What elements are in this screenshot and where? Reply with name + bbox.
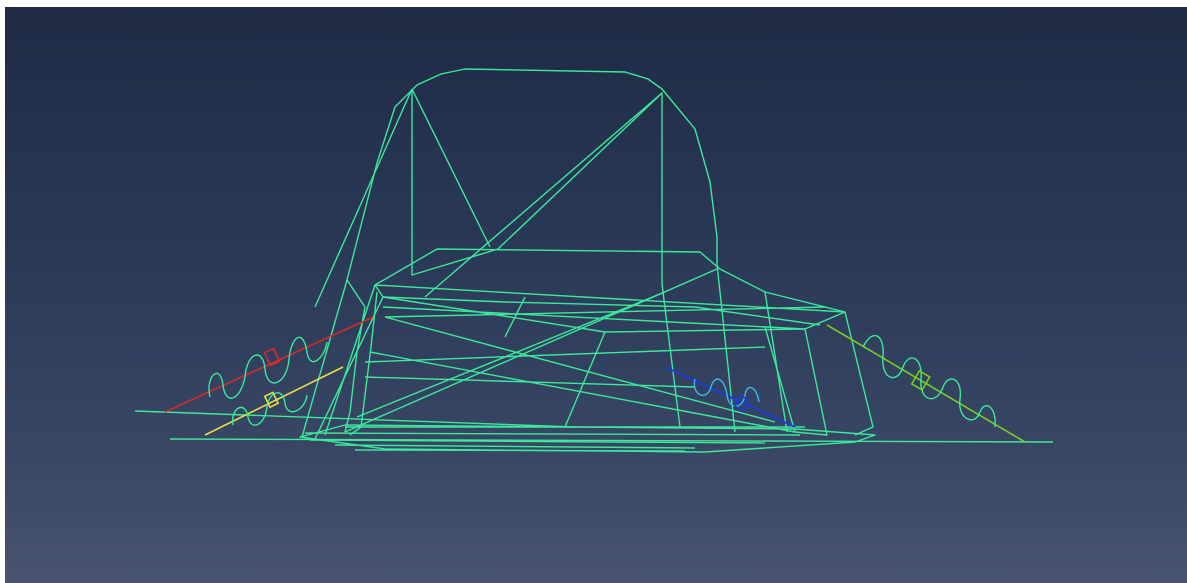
right-coil [862,334,996,428]
diag-e [364,346,766,363]
right-bay-inner [764,326,828,436]
upper-deck-inner [382,296,821,326]
rear-center-damper [733,394,751,412]
left-bay-inner [349,291,378,436]
upper-deck [374,248,846,333]
roll-hoop [314,68,718,308]
deck-cross-3 [384,306,826,318]
diag-d [384,316,776,423]
front-left-damper [263,347,281,367]
left-tie-1 [301,279,348,438]
right-bay [844,311,874,436]
floor-outline [299,424,876,453]
diag-b [356,291,666,418]
roll-hoop-diag-2 [424,92,663,298]
right-tie-3 [661,283,681,428]
rear-center-spring [664,366,796,428]
roll-hoop-diag-1 [411,88,491,248]
right-tie-1 [764,291,788,433]
deck-cross-1 [374,284,846,313]
floor-frame [134,410,1054,453]
front-left-coil [208,336,328,399]
diag-c [369,351,796,433]
diag-h [564,331,606,428]
floor-rail-1 [304,432,801,436]
left-tie-3 [324,284,376,436]
floor-rail-2 [309,439,766,444]
roll-hoop-diag-3 [314,88,413,308]
side-bracing [301,263,874,440]
roll-hoop-outline [346,68,718,281]
deck-cross-2 [382,306,806,330]
right-damper [910,369,931,392]
rear-left-spring [204,366,344,436]
roll-hoop-inner [411,89,663,284]
rear-left-damper [263,391,280,409]
front-left-spring [164,316,374,413]
floor-rail-3 [334,444,696,449]
ground-line-top [134,410,576,428]
rear-center-strut [664,366,796,428]
right-spring [826,324,1026,443]
diag-f [364,376,696,388]
viewport-3d[interactable] [5,7,1187,583]
wireframe-model [134,68,1054,453]
rear-center-coil [693,378,760,407]
rear-left-strut [204,366,344,436]
diag-g [504,296,526,338]
rear-left-coil [231,392,308,426]
floor-rail-4 [354,449,686,452]
upper-deck-outline [374,248,846,333]
left-tie-2 [314,296,384,440]
